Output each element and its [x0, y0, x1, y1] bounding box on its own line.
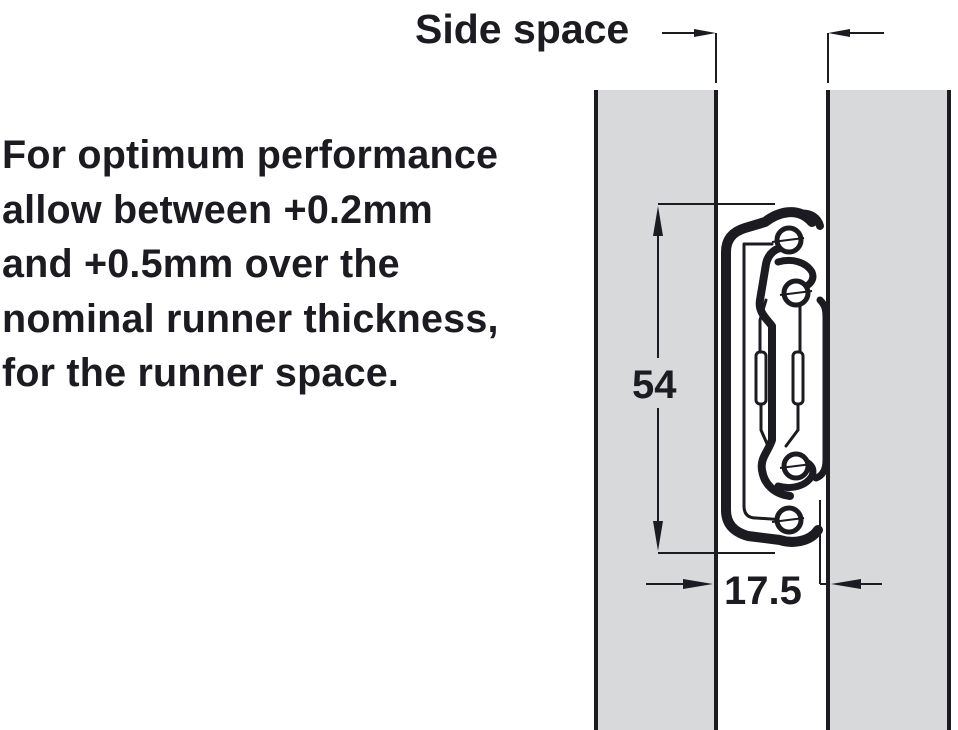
width-dimension-label: 17.5	[724, 569, 802, 613]
side-space-label: Side space	[415, 6, 630, 52]
note-line: and +0.5mm over the	[2, 242, 400, 286]
note-line: for the runner space.	[2, 351, 400, 395]
height-dimension-label: 54	[632, 363, 677, 407]
note-line: nominal runner thickness,	[2, 296, 499, 341]
width-dimension-lines	[646, 500, 882, 589]
right-side-panel	[826, 90, 951, 730]
height-dimension-lines	[653, 203, 775, 554]
side-space-arrows	[662, 29, 884, 83]
runner-profile	[721, 207, 830, 547]
note-line: allow between +0.2mm	[2, 187, 433, 232]
ball-bearings	[771, 225, 813, 535]
left-side-panel	[594, 90, 718, 730]
note-line: For optimum performance	[2, 133, 499, 177]
performance-note: For optimum performance allow between +0…	[2, 128, 499, 401]
